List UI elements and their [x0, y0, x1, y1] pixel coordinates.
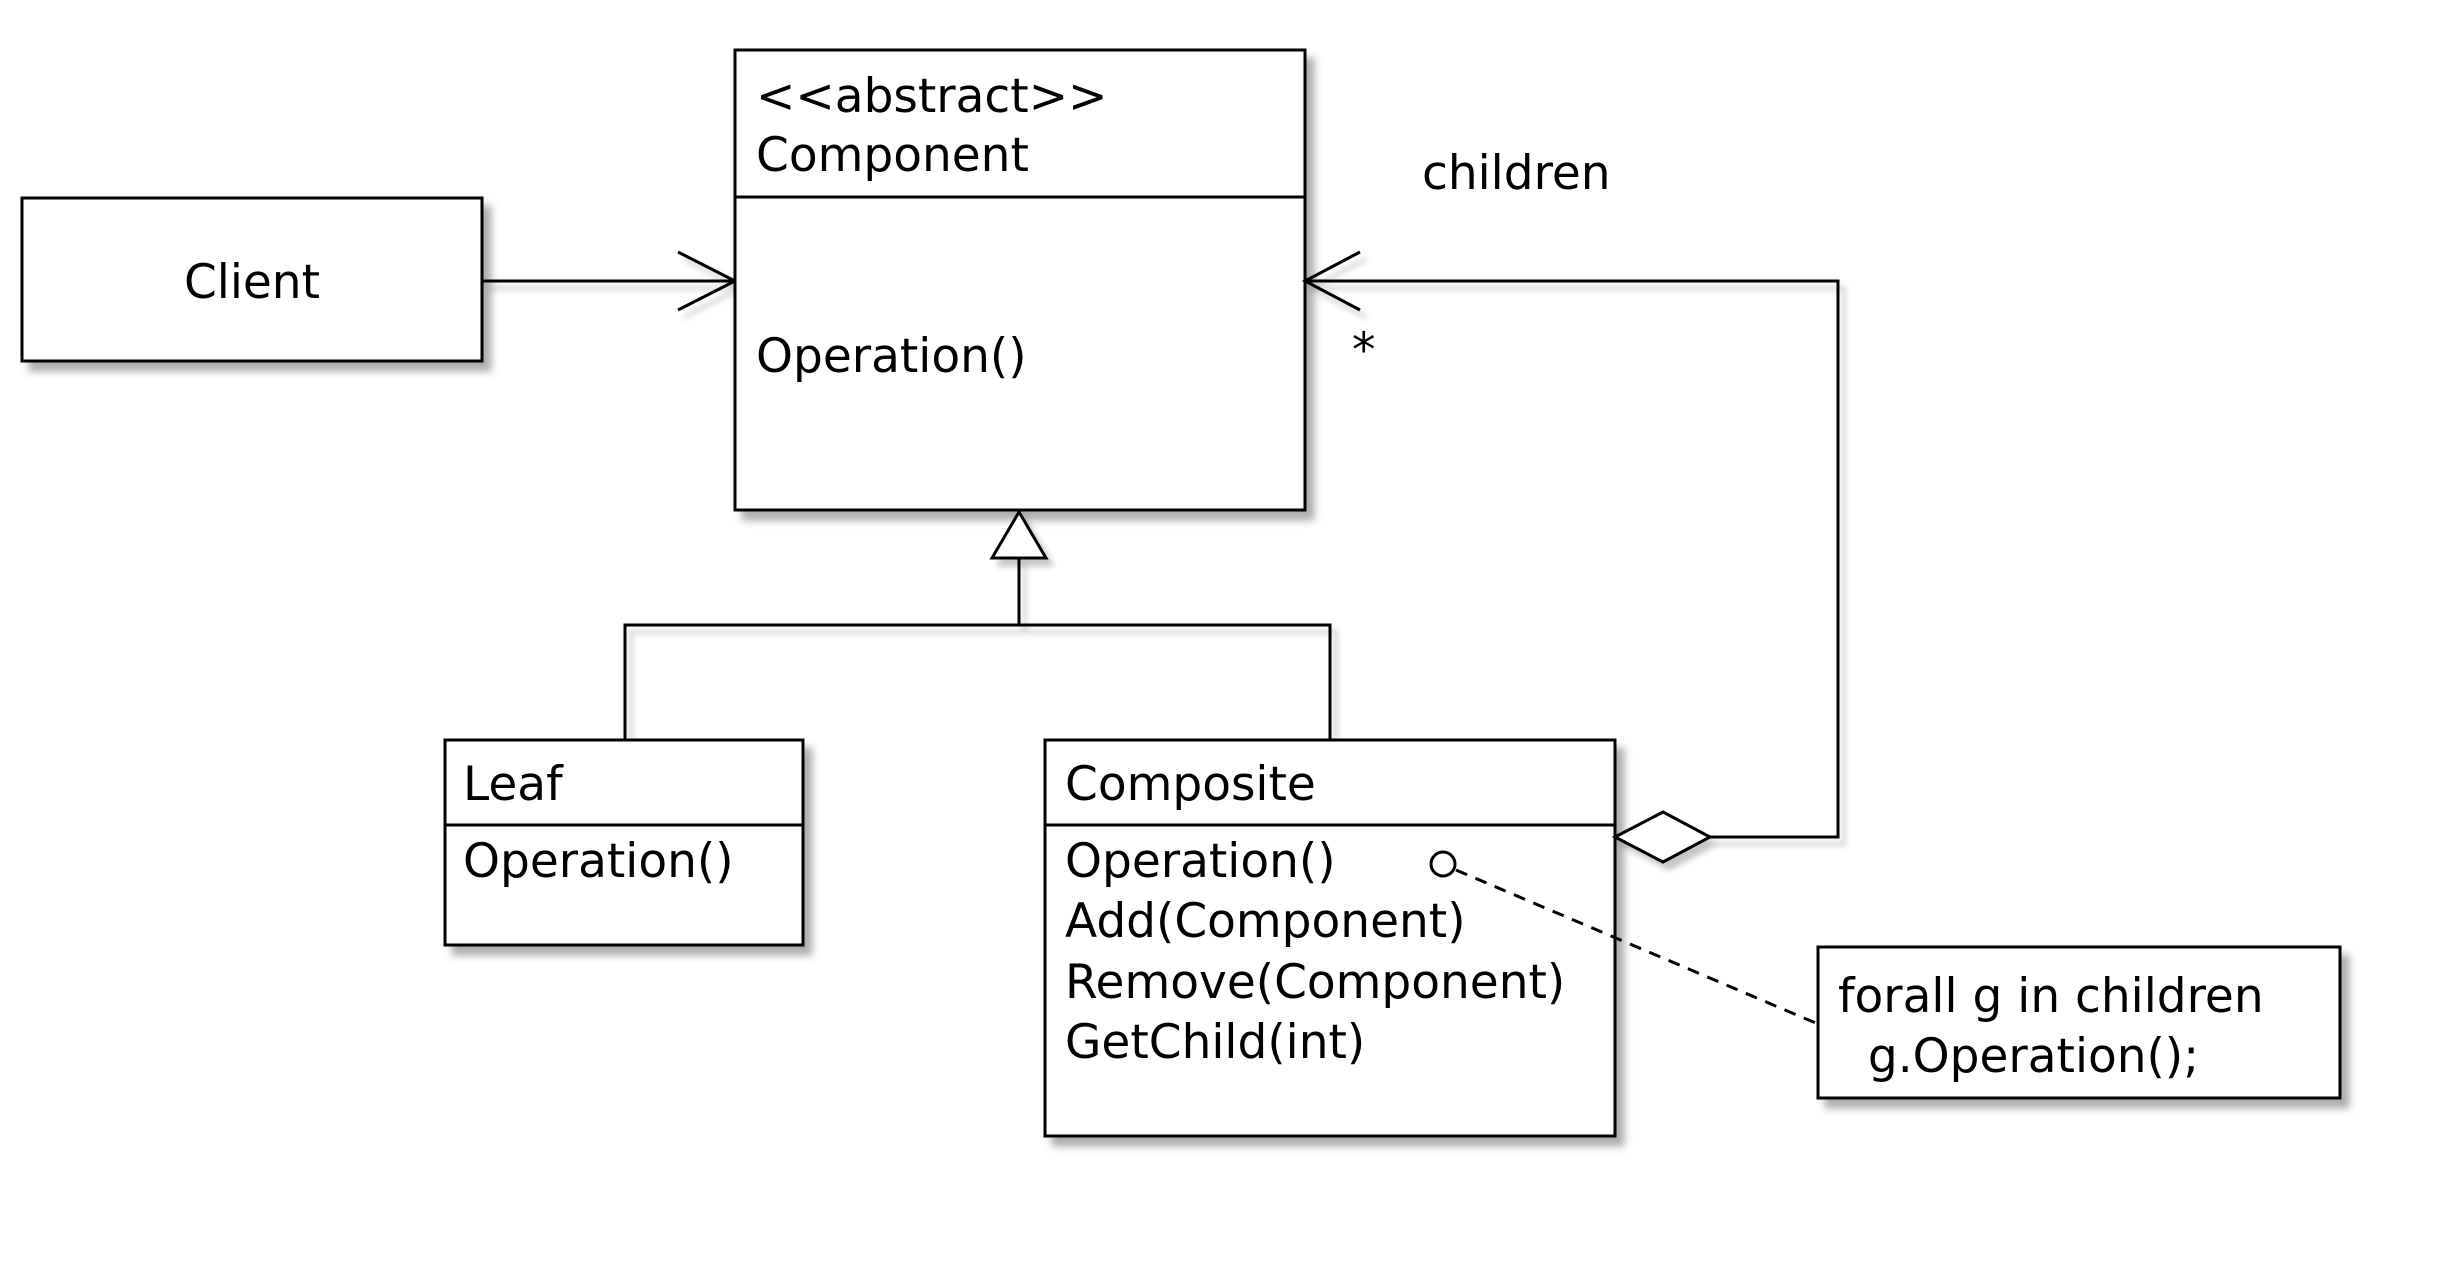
- note-line: g.Operation();: [1838, 1029, 2199, 1084]
- note-anchor-circle-icon: [1429, 850, 1457, 878]
- composite-method: GetChild(int): [1065, 1015, 1365, 1070]
- operation-note[interactable]: forall g in children g.Operation();: [1816, 945, 2342, 1100]
- leaf-class[interactable]: Leaf Operation(): [443, 738, 805, 947]
- association-multiplicity-label: *: [1352, 323, 1376, 378]
- composite-class[interactable]: Composite Operation() Add(Component) Rem…: [1043, 738, 1617, 1138]
- generalization-triangle-icon: [989, 509, 1049, 560]
- children-aggregation: [1301, 250, 1840, 839]
- component-class-name: Component: [756, 128, 1029, 183]
- leaf-operation: Operation(): [463, 834, 734, 889]
- component-operation: Operation(): [756, 329, 1027, 384]
- inheritance-connector: [623, 558, 1332, 740]
- composite-method: Remove(Component): [1065, 955, 1565, 1010]
- leaf-class-name: Leaf: [463, 757, 564, 812]
- note-anchor: [1429, 850, 1819, 1026]
- association-role-label: children: [1422, 146, 1611, 201]
- client-class[interactable]: Client: [20, 196, 484, 363]
- client-class-name: Client: [184, 255, 320, 310]
- client-component-association: [482, 250, 739, 312]
- component-class[interactable]: <<abstract>> Component Operation(): [733, 48, 1307, 512]
- composite-method: Add(Component): [1065, 894, 1466, 949]
- open-arrowhead-icon: [1301, 250, 1361, 312]
- composite-class-name: Composite: [1065, 757, 1316, 812]
- aggregation-diamond-icon: [1611, 810, 1714, 864]
- composite-method: Operation(): [1065, 834, 1336, 889]
- note-line: forall g in children: [1838, 969, 2264, 1024]
- component-stereotype: <<abstract>>: [756, 69, 1107, 124]
